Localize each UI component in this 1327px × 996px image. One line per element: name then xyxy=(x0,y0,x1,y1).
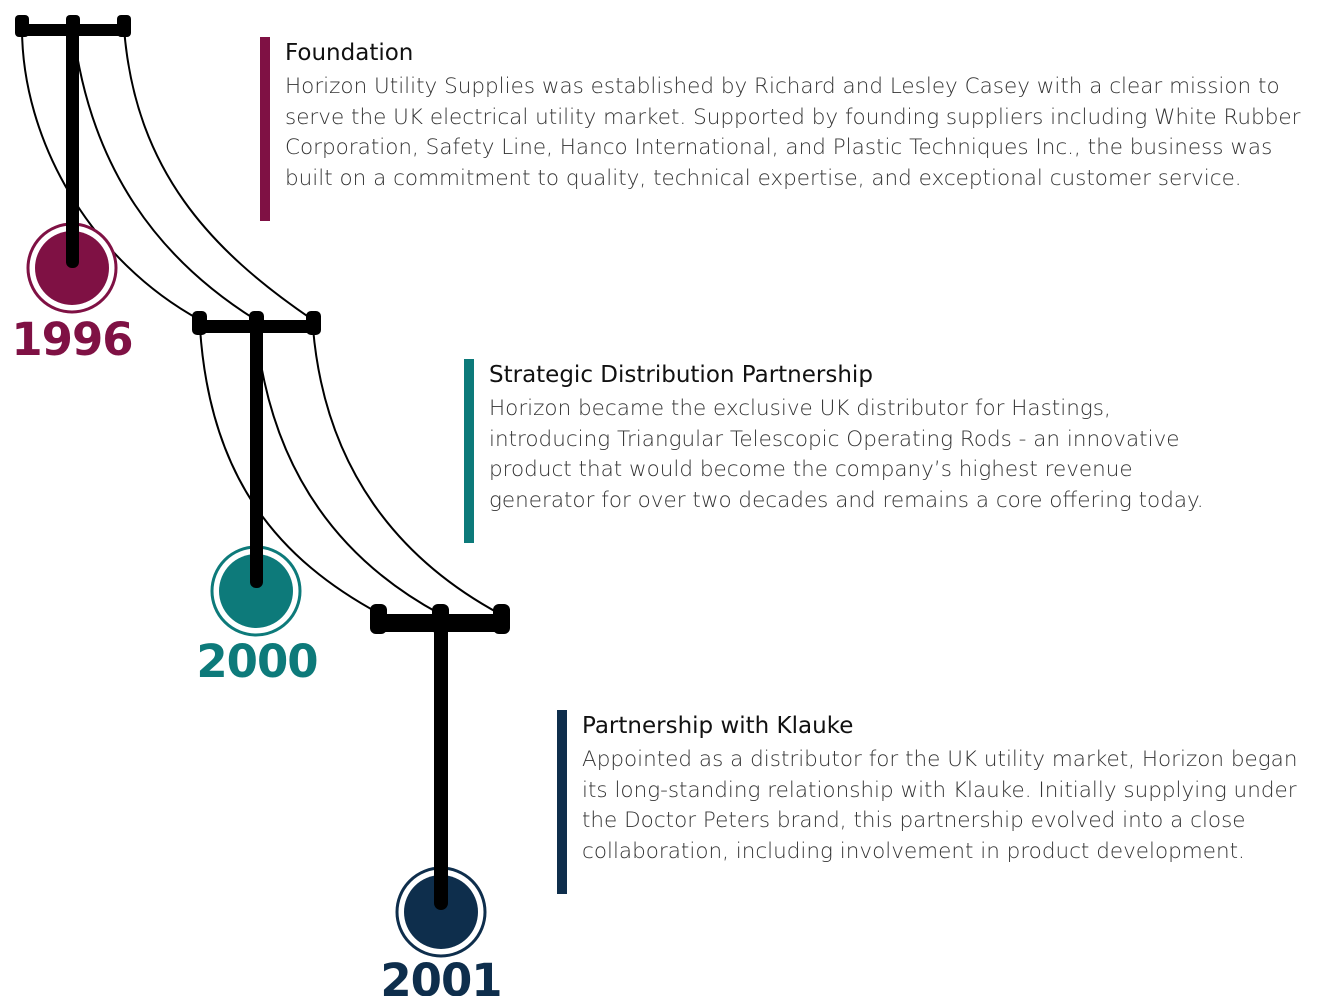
milestone-2000: Strategic Distribution Partnership Horiz… xyxy=(464,359,1224,543)
milestone-text: Horizon Utility Supplies was established… xyxy=(285,74,1301,191)
pole-1996 xyxy=(15,15,131,314)
milestone-2001: Partnership with Klauke Appointed as a d… xyxy=(557,710,1327,894)
year-1996: 1996 xyxy=(11,313,132,366)
accent-bar-2000 xyxy=(464,359,474,543)
pole-2001 xyxy=(370,604,510,958)
accent-bar-2001 xyxy=(557,710,567,894)
milestone-1996: Foundation Horizon Utility Supplies was … xyxy=(260,37,1320,221)
milestone-text: Appointed as a distributor for the UK ut… xyxy=(582,747,1298,864)
milestone-text: Horizon became the exclusive UK distribu… xyxy=(489,396,1204,513)
milestone-title: Foundation xyxy=(285,40,414,66)
year-2001: 2001 xyxy=(380,954,501,996)
power-cables xyxy=(21,27,501,615)
milestone-title: Strategic Distribution Partnership xyxy=(489,362,873,388)
year-2000: 2000 xyxy=(196,635,317,688)
pole-2000 xyxy=(192,311,321,637)
accent-bar-1996 xyxy=(260,37,270,221)
milestone-title: Partnership with Klauke xyxy=(582,713,854,739)
